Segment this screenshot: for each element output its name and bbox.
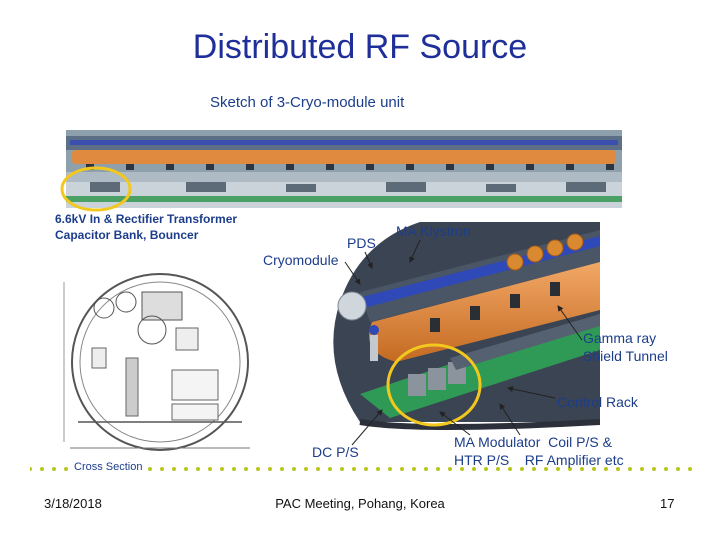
pds-label: PDS <box>347 235 376 251</box>
dotted-separator <box>30 467 692 471</box>
footer-page-number: 17 <box>660 496 675 511</box>
htr-ps-label: HTR P/S RF Amplifier etc <box>454 452 624 468</box>
cryomodule-strip-diagram <box>66 130 622 208</box>
modulator-highlight-ring <box>386 343 482 427</box>
strip-highlight-ring <box>60 166 132 212</box>
dc-ps-label: DC P/S <box>312 444 359 460</box>
cross-section-label: Cross Section <box>72 461 145 473</box>
ma-modulator-label: MA Modulator Coil P/S & <box>454 434 612 450</box>
control-rack-label: Control Rack <box>557 394 638 410</box>
tunnel-3d-cutaway <box>333 222 600 430</box>
cryomodule-label: Cryomodule <box>263 252 339 268</box>
shield-tunnel-label: Shield Tunnel <box>583 348 668 364</box>
capacitor-label: Capacitor Bank, Bouncer <box>55 228 199 242</box>
tunnel-cross-section-drawing <box>63 273 250 451</box>
footer-meeting: PAC Meeting, Pohang, Korea <box>275 496 445 511</box>
sketch-title: Sketch of 3-Cryo-module unit <box>210 94 405 111</box>
ma-klystron-label: MA Klystron <box>396 223 471 239</box>
slide-title: Distributed RF Source <box>192 28 528 66</box>
transformer-label: 6.6kV In & Rectifier Transformer <box>55 212 238 226</box>
gamma-ray-label: Gamma ray <box>583 330 657 346</box>
footer-date: 3/18/2018 <box>44 496 102 511</box>
